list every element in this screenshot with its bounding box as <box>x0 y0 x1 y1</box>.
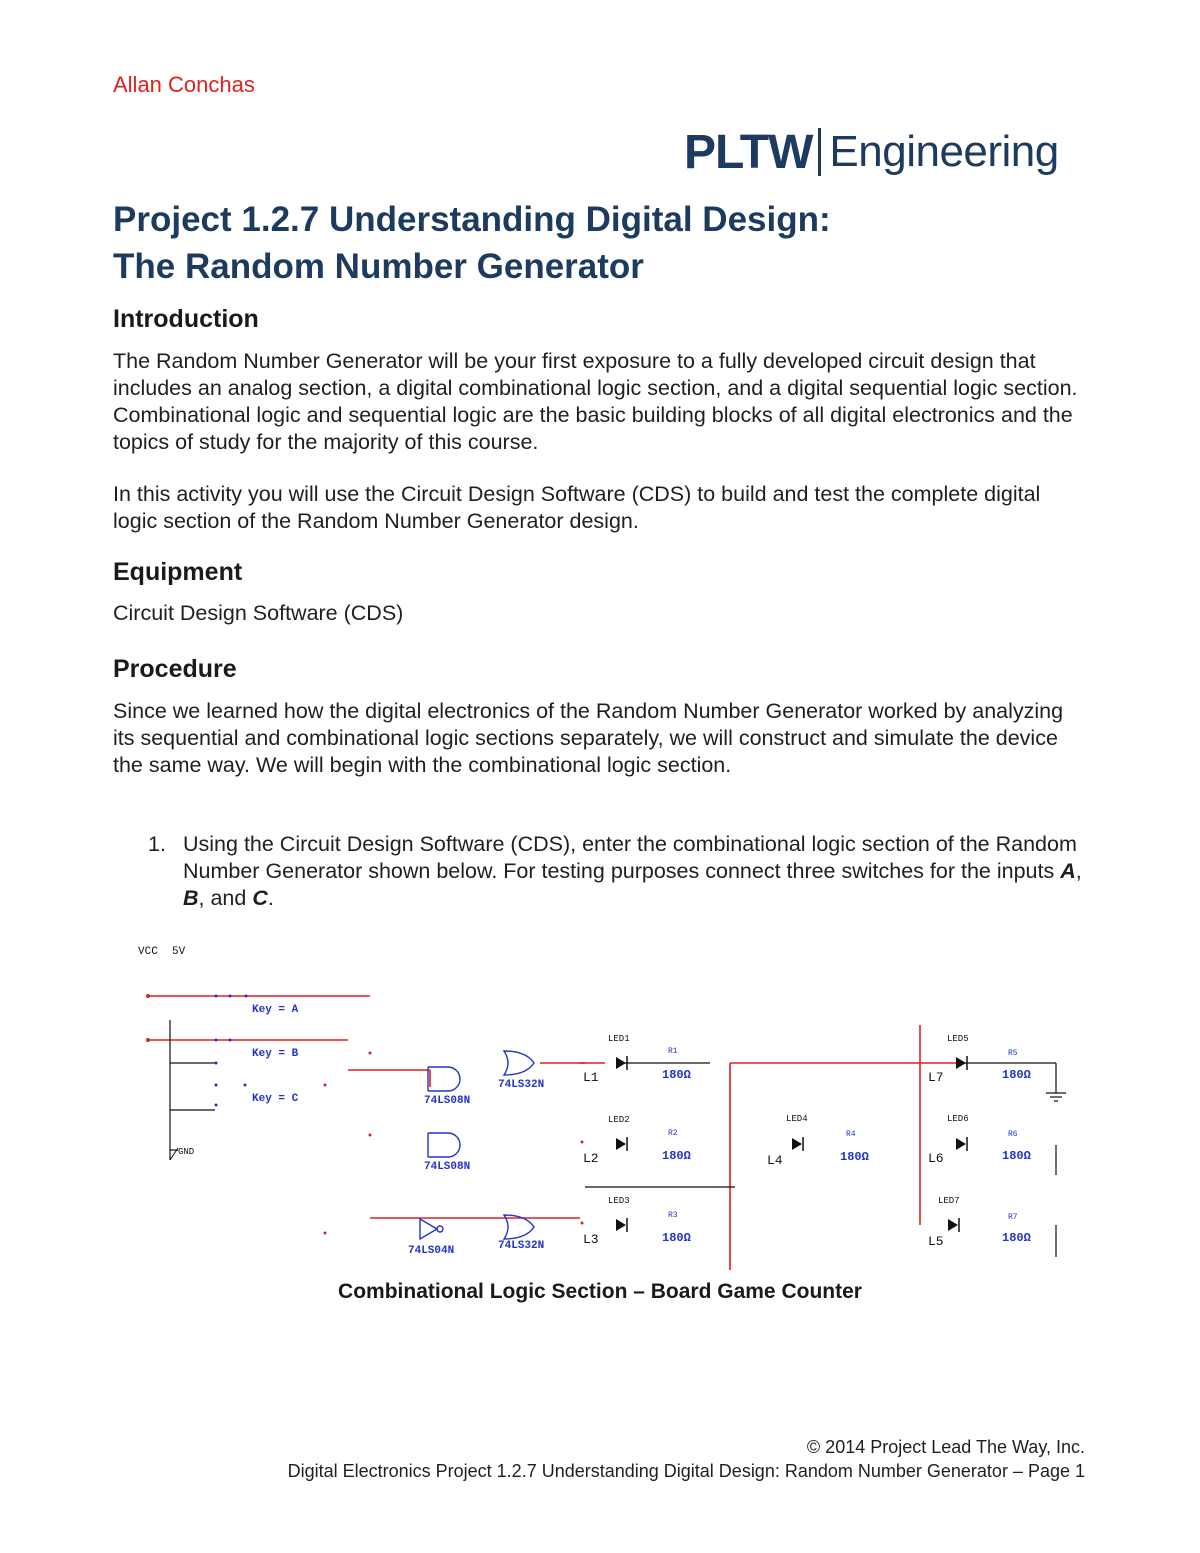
equipment-item: Circuit Design Software (CDS) <box>113 601 404 625</box>
input-wires <box>148 995 960 1270</box>
r4-value: 180Ω <box>840 1150 869 1164</box>
logo-department: Engineering <box>829 127 1059 176</box>
input-b: B <box>183 886 199 910</box>
title-line-1: Project 1.2.7 Understanding Digital Desi… <box>113 200 831 239</box>
page-title: Project 1.2.7 Understanding Digital Desi… <box>113 196 831 290</box>
or-gate-1 <box>502 1050 535 1076</box>
step-sep-1: , <box>1075 859 1082 883</box>
logo-divider <box>818 128 822 176</box>
or-gate-1-label: 74LS32N <box>498 1079 544 1091</box>
led-1: LED1 L1 R1 180Ω <box>583 1034 691 1085</box>
and-gate-1-label: 74LS08N <box>424 1095 470 1107</box>
input-a: A <box>1060 859 1076 883</box>
led-5: LED5 L7 R5 180Ω <box>928 1034 1031 1085</box>
footer-copyright: © 2014 Project Lead The Way, Inc. <box>806 1437 1085 1457</box>
introduction-paragraph-1: The Random Number Generator will be your… <box>113 349 1078 454</box>
led-6: LED6 L6 R6 180Ω <box>928 1114 1031 1166</box>
led-3-name: LED3 <box>608 1196 630 1206</box>
and-gate-1 <box>427 1066 461 1092</box>
r6-name: R6 <box>1008 1130 1018 1139</box>
key-b-label: Key = B <box>252 1048 299 1060</box>
led-1-name: LED1 <box>608 1034 630 1044</box>
logo-brand: PLTW <box>684 125 813 179</box>
step-end: . <box>267 886 274 910</box>
footer-course-line: Digital Electronics Project 1.2.7 Unders… <box>287 1461 1085 1481</box>
r3-value: 180Ω <box>662 1231 691 1245</box>
led-4: LED4 L4 R4 180Ω <box>767 1114 869 1168</box>
led-7-ref: L5 <box>928 1234 944 1249</box>
vcc-label: VCC <box>138 946 158 958</box>
led-4-name: LED4 <box>786 1114 808 1124</box>
step-text: Using the Circuit Design Software (CDS),… <box>183 831 1083 912</box>
step-sep-2: , and <box>198 886 253 910</box>
r7-name: R7 <box>1008 1213 1018 1222</box>
gnd-symbol <box>169 1147 179 1161</box>
introduction-heading: Introduction <box>113 305 259 333</box>
inverter-gate <box>419 1217 444 1241</box>
or-gate-2-label: 74LS32N <box>498 1240 544 1252</box>
key-c-label: Key = C <box>252 1093 299 1105</box>
gnd-label: GND <box>178 1147 194 1157</box>
r6-value: 180Ω <box>1002 1149 1031 1163</box>
led-4-ref: L4 <box>767 1153 783 1168</box>
figure-caption: Combinational Logic Section – Board Game… <box>338 1280 862 1303</box>
ground-and-vcc-wires <box>169 1020 1066 1257</box>
r7-value: 180Ω <box>1002 1231 1031 1245</box>
led-2: LED2 L2 R2 180Ω <box>583 1115 691 1166</box>
procedure-heading: Procedure <box>113 655 237 683</box>
r4-name: R4 <box>846 1130 856 1139</box>
or-gate-2 <box>502 1214 535 1240</box>
led-1-ref: L1 <box>583 1070 599 1085</box>
led-3: LED3 L3 R3 180Ω <box>583 1196 691 1247</box>
led-5-name: LED5 <box>947 1034 969 1044</box>
led-2-name: LED2 <box>608 1115 630 1125</box>
led-7-name: LED7 <box>938 1196 960 1206</box>
step-text-main: Using the Circuit Design Software (CDS),… <box>183 832 1077 883</box>
r3-name: R3 <box>668 1211 678 1220</box>
combinational-logic-schematic: VCC 5V <box>138 946 1066 1270</box>
author-name: Allan Conchas <box>113 72 255 97</box>
led-2-ref: L2 <box>583 1151 599 1166</box>
led-3-ref: L3 <box>583 1232 599 1247</box>
r1-name: R1 <box>668 1047 678 1056</box>
led-7: LED7 L5 R7 180Ω <box>928 1196 1031 1249</box>
r2-value: 180Ω <box>662 1149 691 1163</box>
procedure-paragraph: Since we learned how the digital electro… <box>113 699 1064 777</box>
led-6-ref: L6 <box>928 1151 944 1166</box>
introduction-paragraph-2: In this activity you will use the Circui… <box>113 482 1041 533</box>
switch-contacts <box>214 994 248 1107</box>
switch-terminals <box>146 994 584 1235</box>
and-gate-2 <box>427 1132 461 1158</box>
r5-value: 180Ω <box>1002 1068 1031 1082</box>
input-c: C <box>252 886 268 910</box>
led-6-name: LED6 <box>947 1114 969 1124</box>
key-a-label: Key = A <box>252 1004 299 1016</box>
title-line-2: The Random Number Generator <box>113 247 644 286</box>
vcc-value: 5V <box>172 946 186 958</box>
r5-name: R5 <box>1008 1049 1018 1058</box>
led-5-ref: L7 <box>928 1070 944 1085</box>
r1-value: 180Ω <box>662 1068 691 1082</box>
equipment-heading: Equipment <box>113 558 243 586</box>
inverter-label: 74LS04N <box>408 1245 454 1257</box>
step-number: 1. <box>148 832 166 856</box>
and-gate-2-label: 74LS08N <box>424 1161 470 1173</box>
r2-name: R2 <box>668 1129 678 1138</box>
pltw-logo: PLTW Engineering <box>684 122 1059 182</box>
